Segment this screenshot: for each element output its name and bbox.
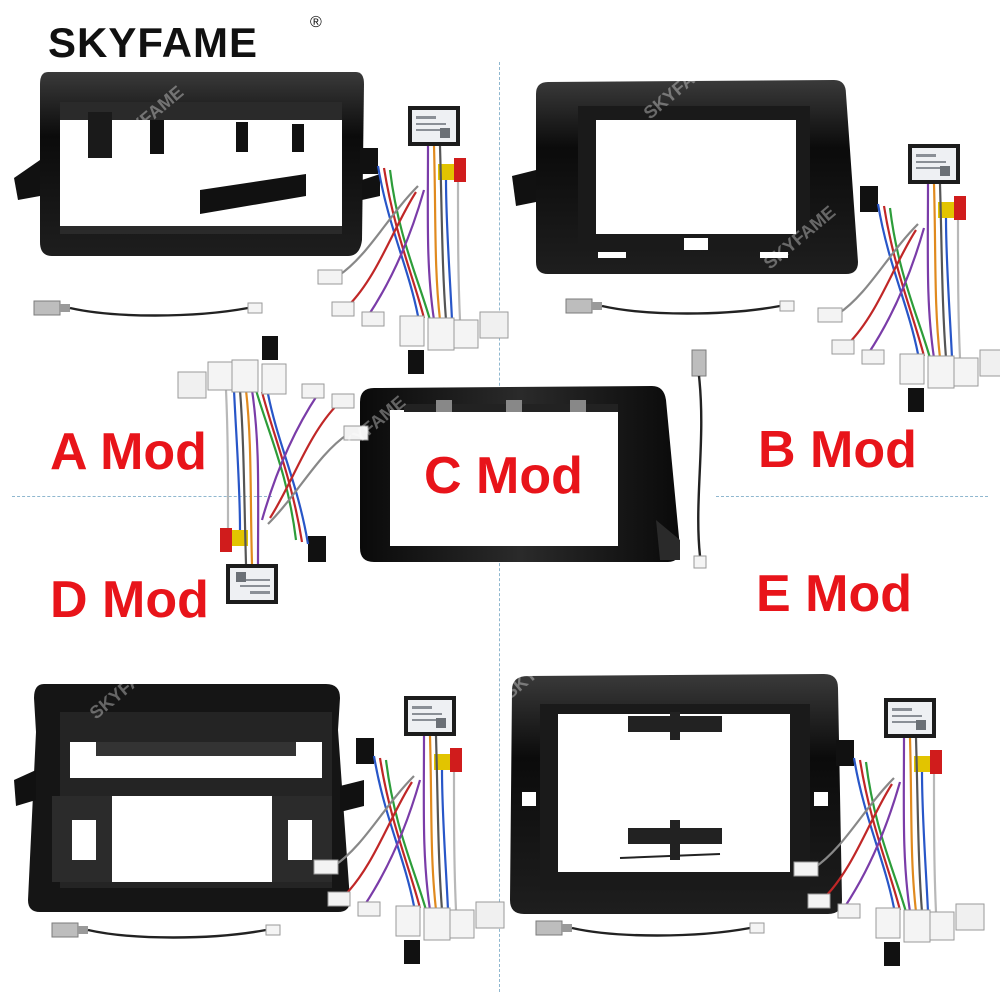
registered-mark: ® [310,14,322,31]
label-d-mod: D Mod [50,571,209,629]
frame-e [510,674,842,914]
frame-d [14,684,364,912]
brand-logo: SKYFAME [48,19,259,66]
label-b-mod: B Mod [758,421,917,479]
cable-c [691,349,707,569]
frame-b [512,80,858,274]
divider-right [716,496,988,497]
label-c-mod: C Mod [424,447,583,505]
label-e-mod: E Mod [756,565,912,623]
frame-c [360,386,680,562]
frame-a [14,72,380,256]
label-a-mod: A Mod [50,423,207,481]
divider-left [12,496,272,497]
